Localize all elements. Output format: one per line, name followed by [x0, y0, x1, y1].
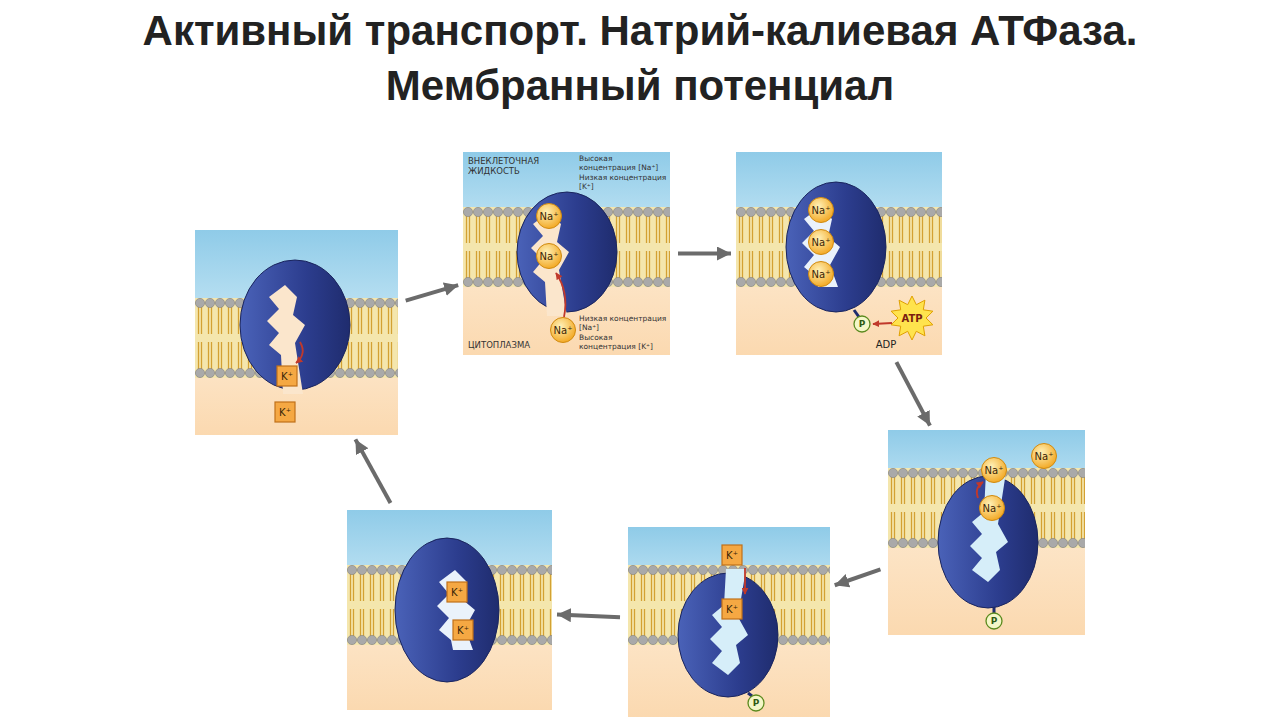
- sodium-ion: [809, 198, 834, 223]
- sodium-ion: [809, 230, 834, 255]
- sodium-ion: [809, 262, 834, 287]
- page-title: Активный транспорт. Натрий-калиевая АТФа…: [20, 4, 1260, 113]
- cycle-arrow: [355, 439, 390, 503]
- sodium-ion: [1032, 444, 1057, 469]
- sodium-ion-label: Na⁺: [983, 503, 1002, 514]
- phosphate-stalk: [748, 693, 752, 696]
- pump-channel: [710, 569, 748, 675]
- sodium-ion: [537, 244, 562, 269]
- potassium-ion: [275, 402, 295, 422]
- sodium-ion-label: Na⁺: [812, 205, 831, 216]
- phosphate-stalk: [854, 310, 859, 317]
- stage-panel: K⁺ K⁺: [347, 510, 552, 710]
- sodium-ion: [980, 496, 1005, 521]
- pump-channel: [970, 472, 1008, 582]
- phosphate-label: P: [991, 616, 998, 626]
- sodium-ion-label: Na⁺: [540, 251, 559, 262]
- potassium-ion-label: K⁺: [281, 371, 293, 382]
- cycle-arrow: [835, 569, 881, 585]
- pump-channel: [437, 570, 475, 650]
- atp-burst: [891, 296, 933, 340]
- phosphate-group: [854, 316, 870, 332]
- adp-label: ADP: [876, 339, 897, 350]
- atp-label: ATP: [901, 313, 922, 324]
- potassium-ion: [447, 582, 467, 602]
- potassium-ion-label: K⁺: [279, 407, 291, 418]
- region-label: ЦИТОПЛАЗМА: [468, 340, 558, 350]
- cycle-arrow: [896, 362, 930, 426]
- stage-illustration: [736, 152, 942, 355]
- atpase-pump: [786, 182, 886, 312]
- cycle-arrow: [557, 615, 620, 618]
- sodium-ion-label: Na⁺: [540, 211, 559, 222]
- region-label: ВНЕКЛЕТОЧНАЯ ЖИДКОСТЬ: [468, 156, 550, 176]
- sodium-ion-label: Na⁺: [1035, 451, 1054, 462]
- sodium-ion-label: Na⁺: [554, 325, 573, 336]
- stage-illustration: [195, 230, 398, 435]
- sodium-ion-label: Na⁺: [812, 269, 831, 280]
- stage-panel: K⁺ K⁺: [195, 230, 398, 435]
- stage-panel: Na⁺ Na⁺ Na⁺ P: [888, 430, 1085, 635]
- sodium-ion: [982, 458, 1007, 483]
- movement-arrow: [296, 342, 303, 363]
- stage-illustration: [347, 510, 552, 710]
- movement-arrow: [977, 482, 983, 498]
- potassium-ion-label: K⁺: [457, 625, 469, 636]
- potassium-ion: [722, 545, 742, 565]
- potassium-ion: [722, 599, 742, 619]
- pump-channel: [267, 285, 305, 394]
- stage-panel: K⁺ K⁺ P: [628, 527, 830, 717]
- phosphate-label: P: [859, 319, 866, 329]
- cycle-arrow: [406, 285, 459, 300]
- sodium-ion: [551, 318, 576, 343]
- potassium-ion: [277, 366, 297, 386]
- phosphate-group: [748, 695, 764, 711]
- potassium-ion-label: K⁺: [451, 587, 463, 598]
- cycle-arrow: [678, 252, 731, 256]
- sodium-ion: [537, 204, 562, 229]
- sodium-ion-label: Na⁺: [812, 237, 831, 248]
- stage-panel: ВНЕКЛЕТОЧНАЯ ЖИДКОСТЬ Высокая концентраци…: [463, 152, 670, 355]
- atpase-pump: [395, 538, 499, 682]
- movement-arrow: [744, 568, 746, 594]
- potassium-ion-label: K⁺: [726, 604, 738, 615]
- concentration-note: Высокая концентрация [Na⁺]: [579, 155, 667, 172]
- potassium-ion-label: K⁺: [726, 550, 738, 561]
- phosphate-group: [986, 613, 1002, 629]
- concentration-note: Низкая концентрация [K⁺]: [579, 174, 667, 191]
- movement-arrow: [873, 323, 892, 324]
- movement-arrow: [556, 273, 565, 317]
- stage-panel: Na⁺ Na⁺ Na⁺ P ATP ADP: [736, 152, 942, 355]
- phosphate-label: P: [753, 698, 760, 708]
- potassium-ion: [453, 620, 473, 640]
- sodium-ion-label: Na⁺: [985, 465, 1004, 476]
- concentration-note: Низкая концентрация [Na⁺]: [579, 315, 667, 332]
- concentration-note: Высокая концентрация [K⁺]: [579, 334, 667, 351]
- stage-illustration: [888, 430, 1085, 635]
